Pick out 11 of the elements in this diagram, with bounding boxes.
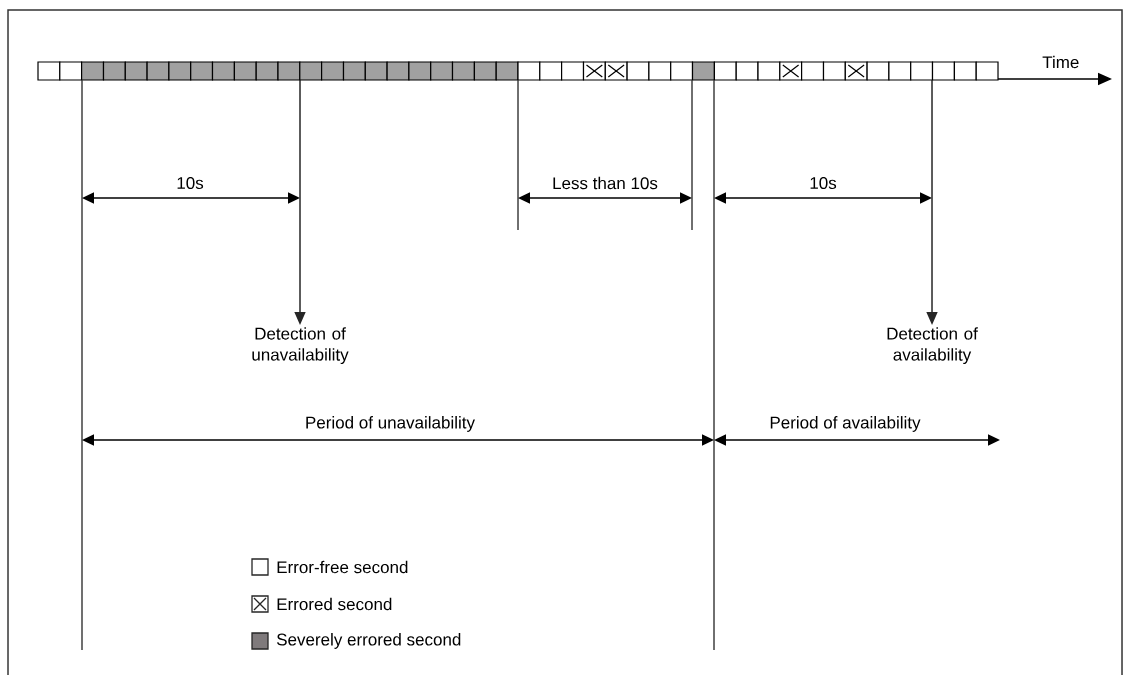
annotation-text: Detection of availability — [887, 327, 978, 365]
legend-text: Severely errored second — [276, 633, 461, 649]
annotation-text: Detection of unavailability — [252, 327, 349, 365]
axis-label: Time — [1040, 53, 1082, 71]
dimension-label: Less than 10s — [550, 174, 660, 192]
legend-text: Error-free second — [277, 560, 408, 574]
dimension-label: Period of availability — [767, 414, 923, 434]
legend-text: Errored second — [277, 597, 392, 611]
dimension-label: 10s — [807, 175, 839, 191]
dimension-label: 10s — [174, 175, 206, 191]
dimension-label: Period of unavailability — [302, 414, 478, 434]
